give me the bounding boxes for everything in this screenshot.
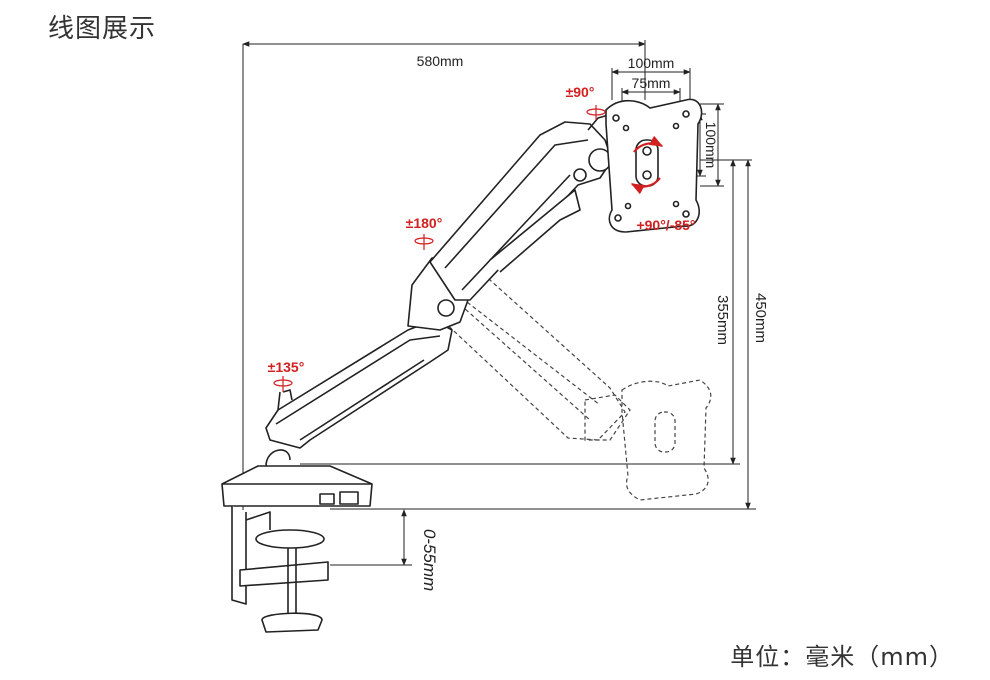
base-rotation-label: ±135°: [268, 359, 305, 375]
desk-clamp: [221, 449, 373, 633]
height-dims: [300, 159, 756, 510]
unit-note: 单位：毫米（mm）: [730, 643, 954, 671]
vesa-outer-label: 100mm: [628, 55, 675, 71]
lowered-arm-ghost: [431, 261, 712, 501]
page-title: 线图展示: [48, 14, 157, 44]
vesa-inner-label: 75mm: [632, 75, 671, 91]
elbow-rotation-label: ±180°: [406, 215, 443, 231]
monitor-arm: [265, 113, 615, 449]
head-swivel-label: ±90°: [566, 84, 595, 100]
tilt-label: +90°/-85°: [636, 217, 695, 233]
vesa-plate: [605, 98, 703, 233]
rotation-indicators: [273, 105, 664, 392]
reach-label: 580mm: [417, 53, 464, 69]
vesa-outer-vertical-label: 100mm: [703, 122, 719, 169]
clamp-range-label: 0-55mm: [420, 529, 439, 591]
height-low-label: 355mm: [714, 295, 731, 345]
clamp-range-dim: [330, 509, 412, 566]
height-high-label: 450mm: [752, 293, 769, 343]
